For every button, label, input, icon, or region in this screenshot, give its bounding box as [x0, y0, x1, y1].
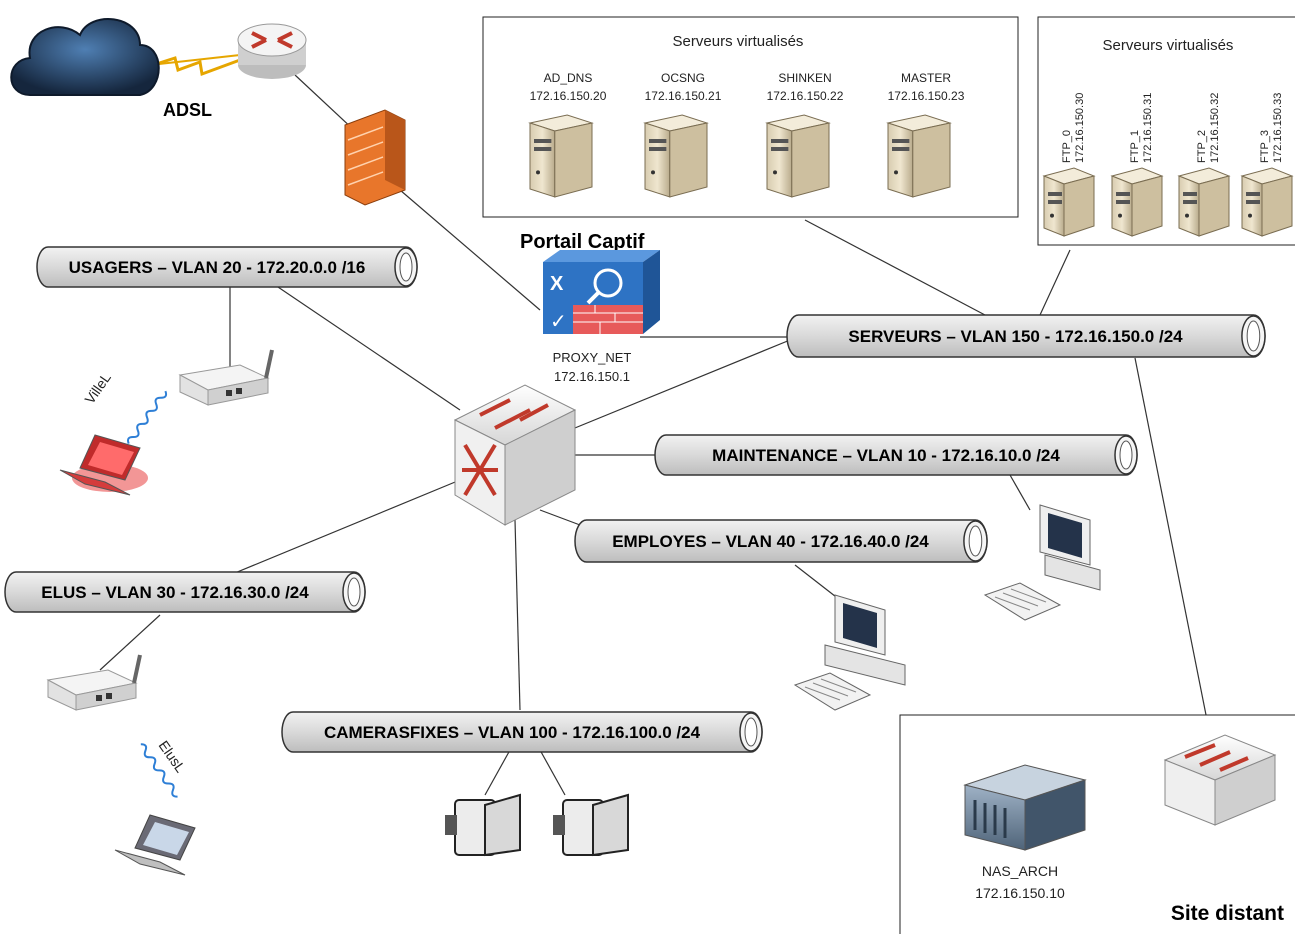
remote-switch-icon	[1163, 734, 1277, 826]
vlan-pipe-employes: EMPLOYES – VLAN 40 - 172.16.40.0 /24	[574, 519, 988, 563]
core-switch-icon	[453, 384, 577, 526]
wifi-signal-elus-icon	[140, 743, 178, 798]
vlan-label-employes: EMPLOYES – VLAN 40 - 172.16.40.0 /24	[612, 532, 929, 551]
captive-portal-title: Portail Captif	[520, 231, 645, 253]
vlan-pipe-maintenance: MAINTENANCE – VLAN 10 - 172.16.10.0 /24	[654, 434, 1138, 476]
link-serveurs-remote-switch	[1134, 357, 1211, 736]
pc-employes-icon	[793, 594, 906, 711]
link-vgroup2-serveurs	[1039, 249, 1071, 316]
svg-text:X: X	[550, 273, 564, 295]
virtual-servers-title-1: Serveurs virtualisés	[673, 33, 804, 50]
virtual-servers-list-1: AD_DNS 172.16.150.20 OCSNG 172.16.150.21 SHI…	[528, 71, 965, 198]
link-adsl-zigzag	[149, 56, 241, 77]
adsl-label: ADSL	[163, 100, 212, 120]
virtual-server-name: FTP_3	[1259, 130, 1271, 163]
virtual-server-icon	[1240, 167, 1294, 237]
vlan-label-serveurs: SERVEURS – VLAN 150 - 172.16.150.0 /24	[848, 327, 1183, 346]
firewall-icon	[344, 109, 406, 206]
nas-name: NAS_ARCH	[982, 863, 1058, 879]
link-cloud-router	[149, 54, 241, 66]
vlan-pipe-cameras: CAMERASFIXES – VLAN 100 - 172.16.100.0 /…	[281, 711, 763, 753]
virtual-server-ip: 172.16.150.23	[888, 89, 965, 103]
proxy-ip: 172.16.150.1	[554, 369, 630, 384]
vlan-label-cameras: CAMERASFIXES – VLAN 100 - 172.16.100.0 /…	[324, 723, 701, 742]
virtual-server-name: AD_DNS	[544, 71, 593, 85]
virtual-server-ip: 172.16.150.33	[1272, 93, 1284, 163]
laptop-elus-icon	[114, 814, 196, 876]
virtual-server-icon	[1177, 167, 1231, 237]
wifi-signal-ville-icon	[126, 390, 168, 444]
access-point-usagers-icon	[178, 349, 274, 406]
link-firewall-portal	[399, 189, 541, 311]
virtual-server-ip: 172.16.150.20	[530, 89, 607, 103]
virtual-server-icon	[1110, 167, 1164, 237]
virtual-server-name: SHINKEN	[778, 71, 831, 85]
virtual-server-icon	[886, 114, 952, 198]
svg-text:✓: ✓	[550, 311, 567, 333]
virtual-server-name: FTP_2	[1196, 130, 1208, 163]
virtual-server-name: FTP_1	[1129, 130, 1141, 163]
remote-site-title: Site distant	[1171, 902, 1284, 925]
link-switch-employes	[539, 509, 581, 526]
nas-server-icon	[963, 764, 1087, 851]
vlan-label-elus: ELUS – VLAN 30 - 172.16.30.0 /24	[41, 583, 309, 602]
link-maintenance-pc	[1009, 474, 1031, 511]
internet-cloud-icon	[10, 18, 160, 96]
pc-maintenance-icon	[983, 504, 1101, 621]
virtual-server-ip: 172.16.150.32	[1209, 93, 1221, 163]
camera-1-icon	[445, 793, 521, 857]
camera-2-icon	[553, 793, 629, 857]
virtual-servers-title-2: Serveurs virtualisés	[1103, 37, 1234, 54]
vlan-pipe-usagers: USAGERS – VLAN 20 - 172.20.0.0 /16	[36, 246, 418, 288]
link-switch-elus	[229, 479, 461, 576]
virtual-server-name: MASTER	[901, 71, 951, 85]
router-icon	[237, 23, 307, 79]
laptop-usagers-icon	[59, 434, 148, 496]
nas-ip: 172.16.150.10	[975, 885, 1065, 901]
virtual-server-icon	[765, 114, 831, 198]
link-switch-cameras	[514, 519, 521, 711]
virtual-server-icon	[528, 114, 594, 198]
link-cameras-cam2	[539, 749, 566, 796]
link-elus-ap	[99, 614, 161, 671]
virtual-server-ip: 172.16.150.22	[767, 89, 844, 103]
virtual-server-name: OCSNG	[661, 71, 705, 85]
link-vgroup1-serveurs	[804, 219, 986, 316]
vlan-label-maintenance: MAINTENANCE – VLAN 10 - 172.16.10.0 /24	[712, 446, 1060, 465]
virtual-server-ip: 172.16.150.31	[1142, 93, 1154, 163]
link-serveurs-switch	[569, 339, 791, 431]
virtual-server-name: FTP_0	[1061, 130, 1073, 163]
captive-portal-icon: X ✓	[543, 250, 660, 334]
vlan-pipes: USAGERS – VLAN 20 - 172.20.0.0 /16SERVEU…	[4, 246, 1266, 753]
link-cameras-cam1	[484, 749, 511, 796]
wifi-ville-label: VilleL	[81, 370, 114, 407]
access-point-elus-icon	[46, 654, 142, 711]
link-employes-pc	[794, 564, 841, 601]
connections	[99, 54, 1211, 806]
proxy-name: PROXY_NET	[553, 350, 632, 365]
virtual-server-icon	[1042, 167, 1096, 237]
vlan-pipe-serveurs: SERVEURS – VLAN 150 - 172.16.150.0 /24	[786, 314, 1266, 358]
virtual-server-icon	[643, 114, 709, 198]
virtual-server-ip: 172.16.150.21	[645, 89, 722, 103]
link-usagers-switch	[274, 284, 461, 411]
vlan-pipe-elus: ELUS – VLAN 30 - 172.16.30.0 /24	[4, 571, 366, 613]
vlan-label-usagers: USAGERS – VLAN 20 - 172.20.0.0 /16	[69, 258, 366, 277]
virtual-server-ip: 172.16.150.30	[1074, 93, 1086, 163]
